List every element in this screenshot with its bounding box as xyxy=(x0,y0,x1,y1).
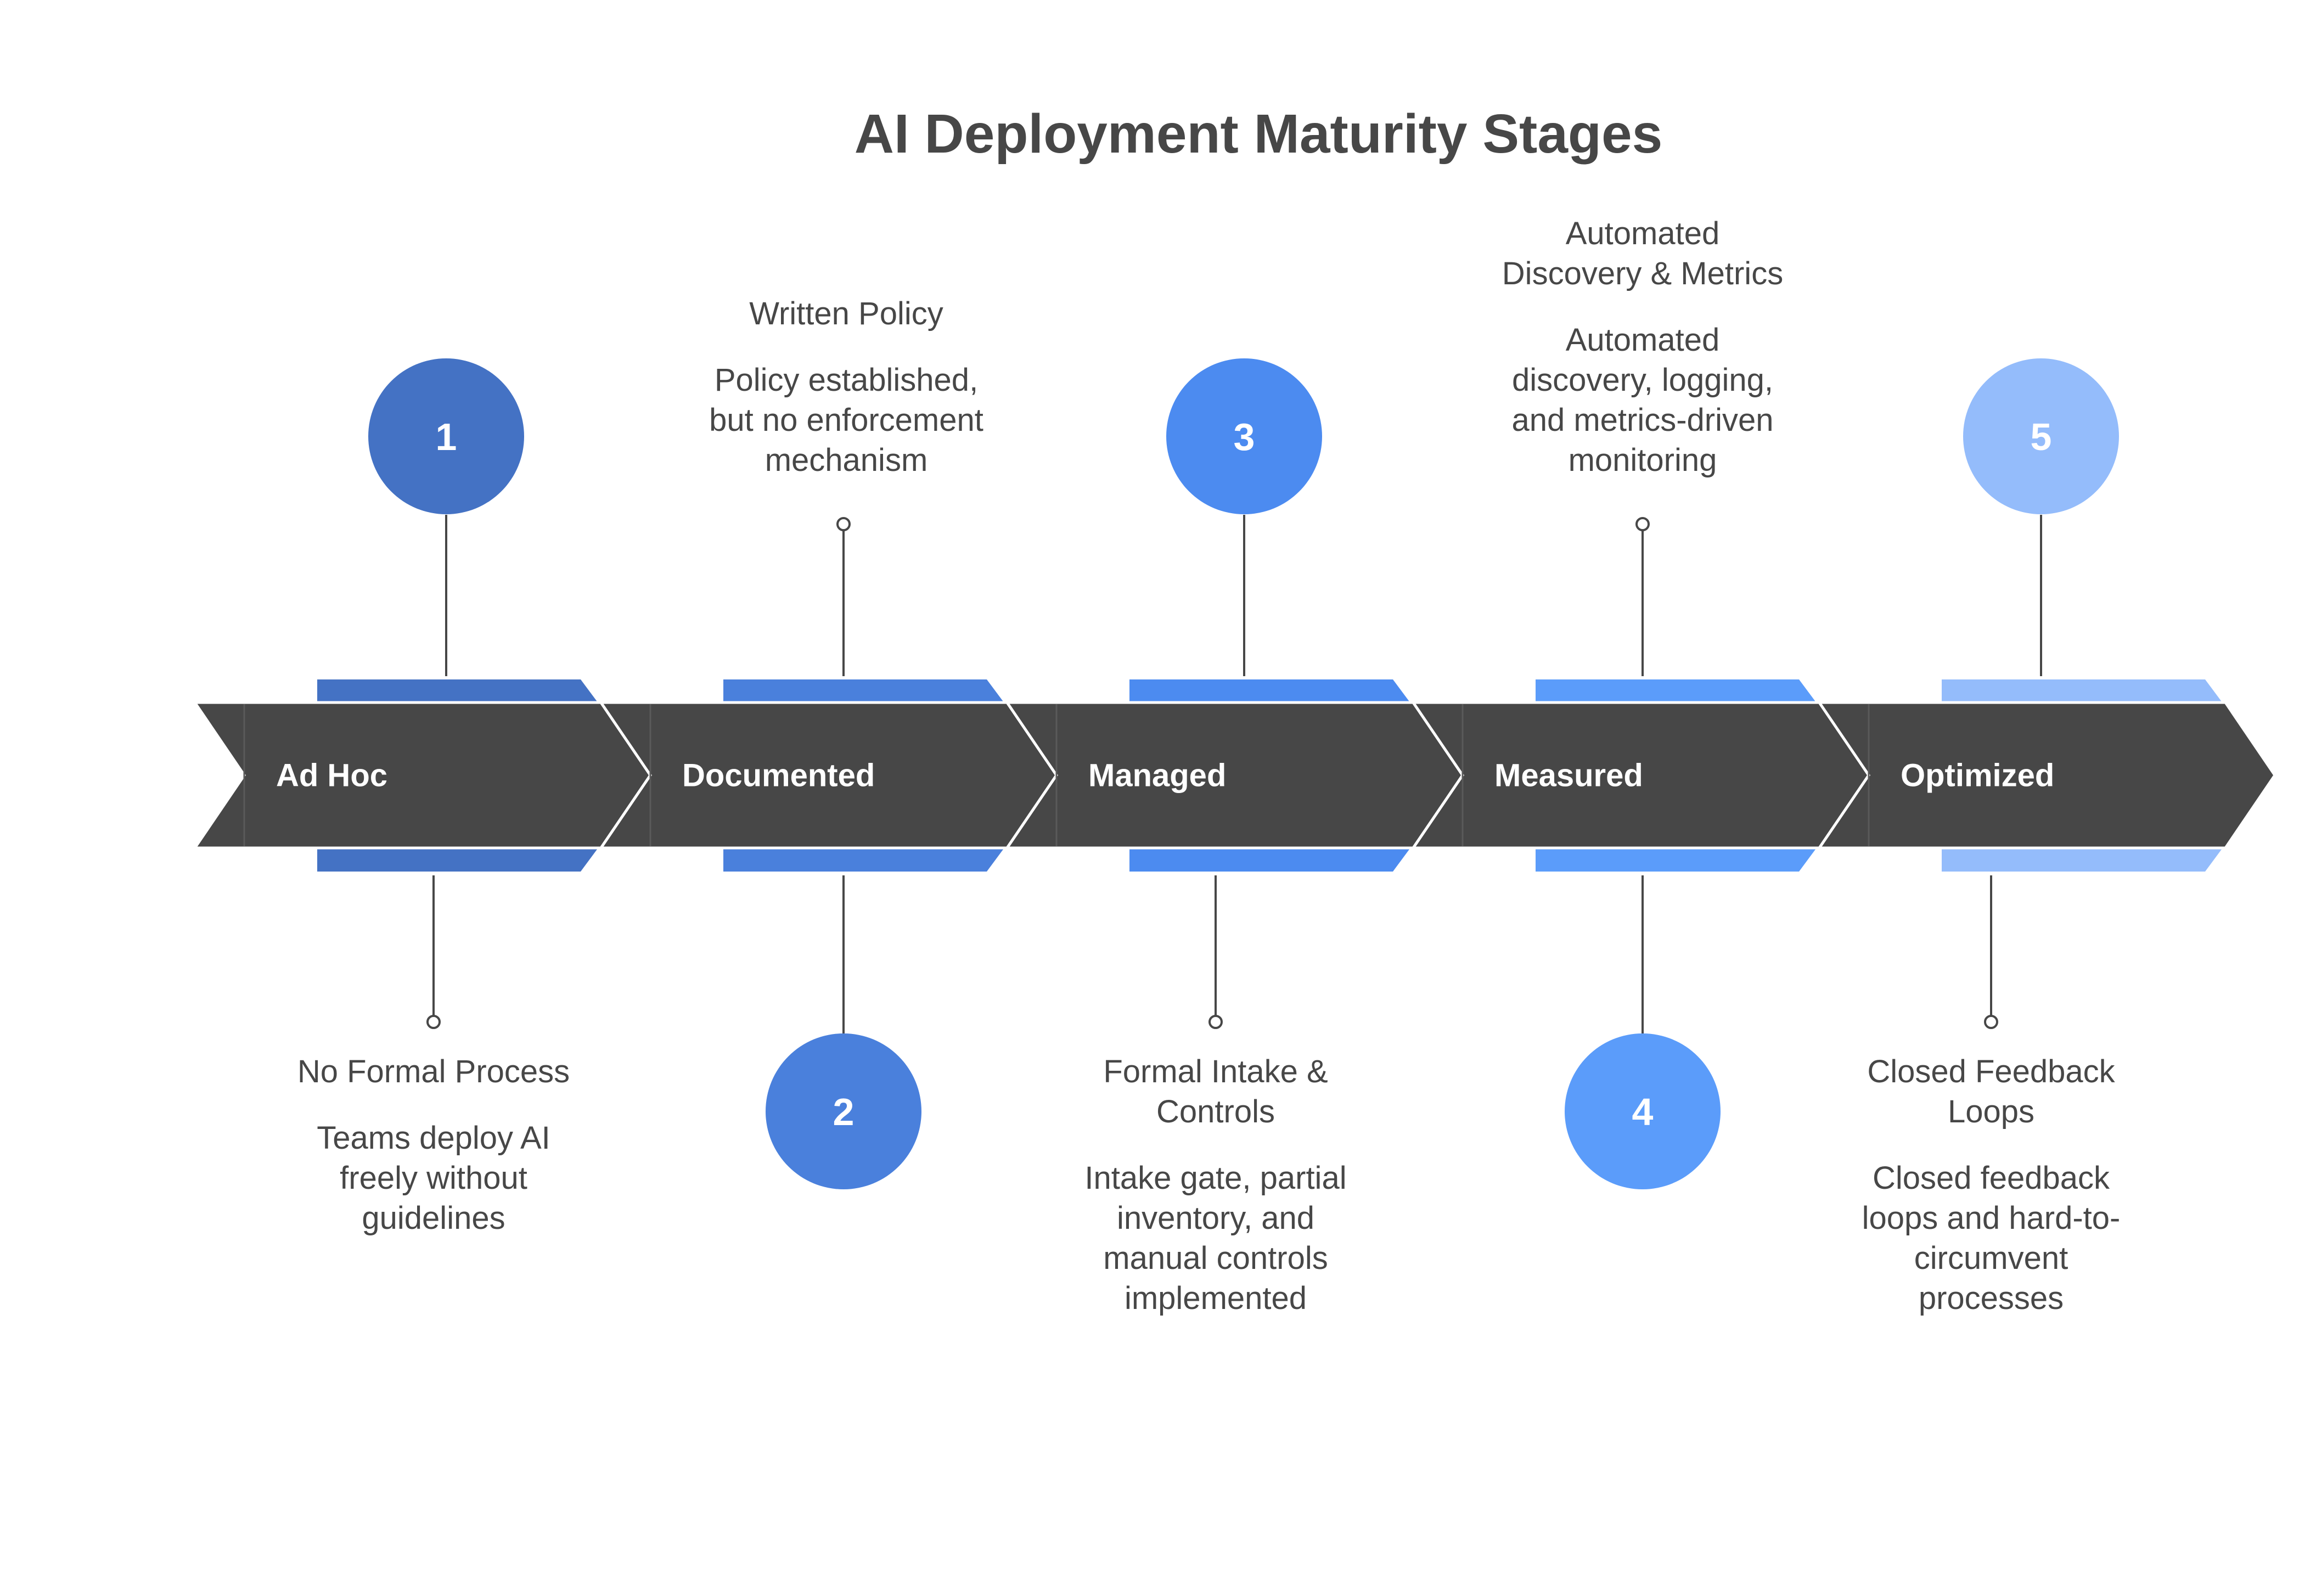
stage-number-circle xyxy=(1166,358,1322,514)
stage-description: Closed feedback xyxy=(1873,1160,2110,1196)
stage-description: and metrics-driven xyxy=(1511,402,1773,438)
stage-description: manual controls xyxy=(1103,1240,1328,1276)
stage-chevron xyxy=(1004,701,1465,850)
stage-number-circle xyxy=(766,1033,921,1189)
stage-description: Teams deploy AI xyxy=(317,1120,550,1156)
stage-description: guidelines xyxy=(362,1200,505,1236)
connector-dot xyxy=(1208,1015,1223,1029)
connector-dot xyxy=(836,517,851,531)
stage-heading: Controls xyxy=(1156,1094,1275,1129)
stage-description: mechanism xyxy=(765,442,928,478)
stage-number: 2 xyxy=(833,1091,855,1133)
stage-heading: No Formal Process xyxy=(297,1054,570,1089)
stage-description: freely without xyxy=(340,1160,527,1196)
stage-description: monitoring xyxy=(1569,442,1717,478)
stage-number: 1 xyxy=(436,415,457,458)
stage-heading: Loops xyxy=(1948,1094,2034,1129)
stage-number: 3 xyxy=(1234,415,1255,458)
stage-description: but no enforcement xyxy=(709,402,983,438)
stage-label: Ad Hoc xyxy=(276,758,387,794)
stage-number-circle xyxy=(368,358,524,514)
connector-dot xyxy=(426,1015,441,1029)
stage-description: loops and hard-to- xyxy=(1862,1200,2121,1236)
stage-heading: Automated xyxy=(1566,216,1720,251)
stage-label: Optimized xyxy=(1901,758,2054,794)
stage-heading: Closed Feedback xyxy=(1867,1054,2115,1089)
stage-heading: Discovery & Metrics xyxy=(1502,256,1783,291)
connector-layer xyxy=(426,515,2042,1033)
stage-description: Policy established, xyxy=(715,362,978,398)
stage-description: Automated xyxy=(1566,322,1720,358)
stage-description: inventory, and xyxy=(1117,1200,1314,1236)
stage-description: circumvent xyxy=(1914,1240,2068,1276)
stage-description: processes xyxy=(1919,1280,2064,1316)
connector-dot xyxy=(1984,1015,1998,1029)
stage-number: 5 xyxy=(2031,415,2052,458)
connector-dot xyxy=(1635,517,1650,531)
stage-number-circle xyxy=(1565,1033,1721,1189)
circle-layer: 1 2 3 4 5 xyxy=(368,358,2119,1189)
stage-description: Intake gate, partial xyxy=(1084,1160,1346,1196)
stage-description: discovery, logging, xyxy=(1512,362,1773,398)
stage-label: Managed xyxy=(1088,758,1226,794)
progress-band: Ad Hoc Documented Managed Measured Optimized xyxy=(192,679,2277,872)
diagram-title: AI Deployment Maturity Stages xyxy=(855,103,1663,165)
stage-label: Documented xyxy=(682,758,875,794)
stage-label: Measured xyxy=(1494,758,1643,794)
stage-number-circle xyxy=(1963,358,2119,514)
stage-heading: Written Policy xyxy=(749,296,943,331)
stage-description: implemented xyxy=(1125,1280,1307,1316)
stage-number: 4 xyxy=(1632,1091,1654,1133)
stage-heading: Formal Intake & xyxy=(1103,1054,1328,1089)
stage-chevron xyxy=(192,701,653,850)
